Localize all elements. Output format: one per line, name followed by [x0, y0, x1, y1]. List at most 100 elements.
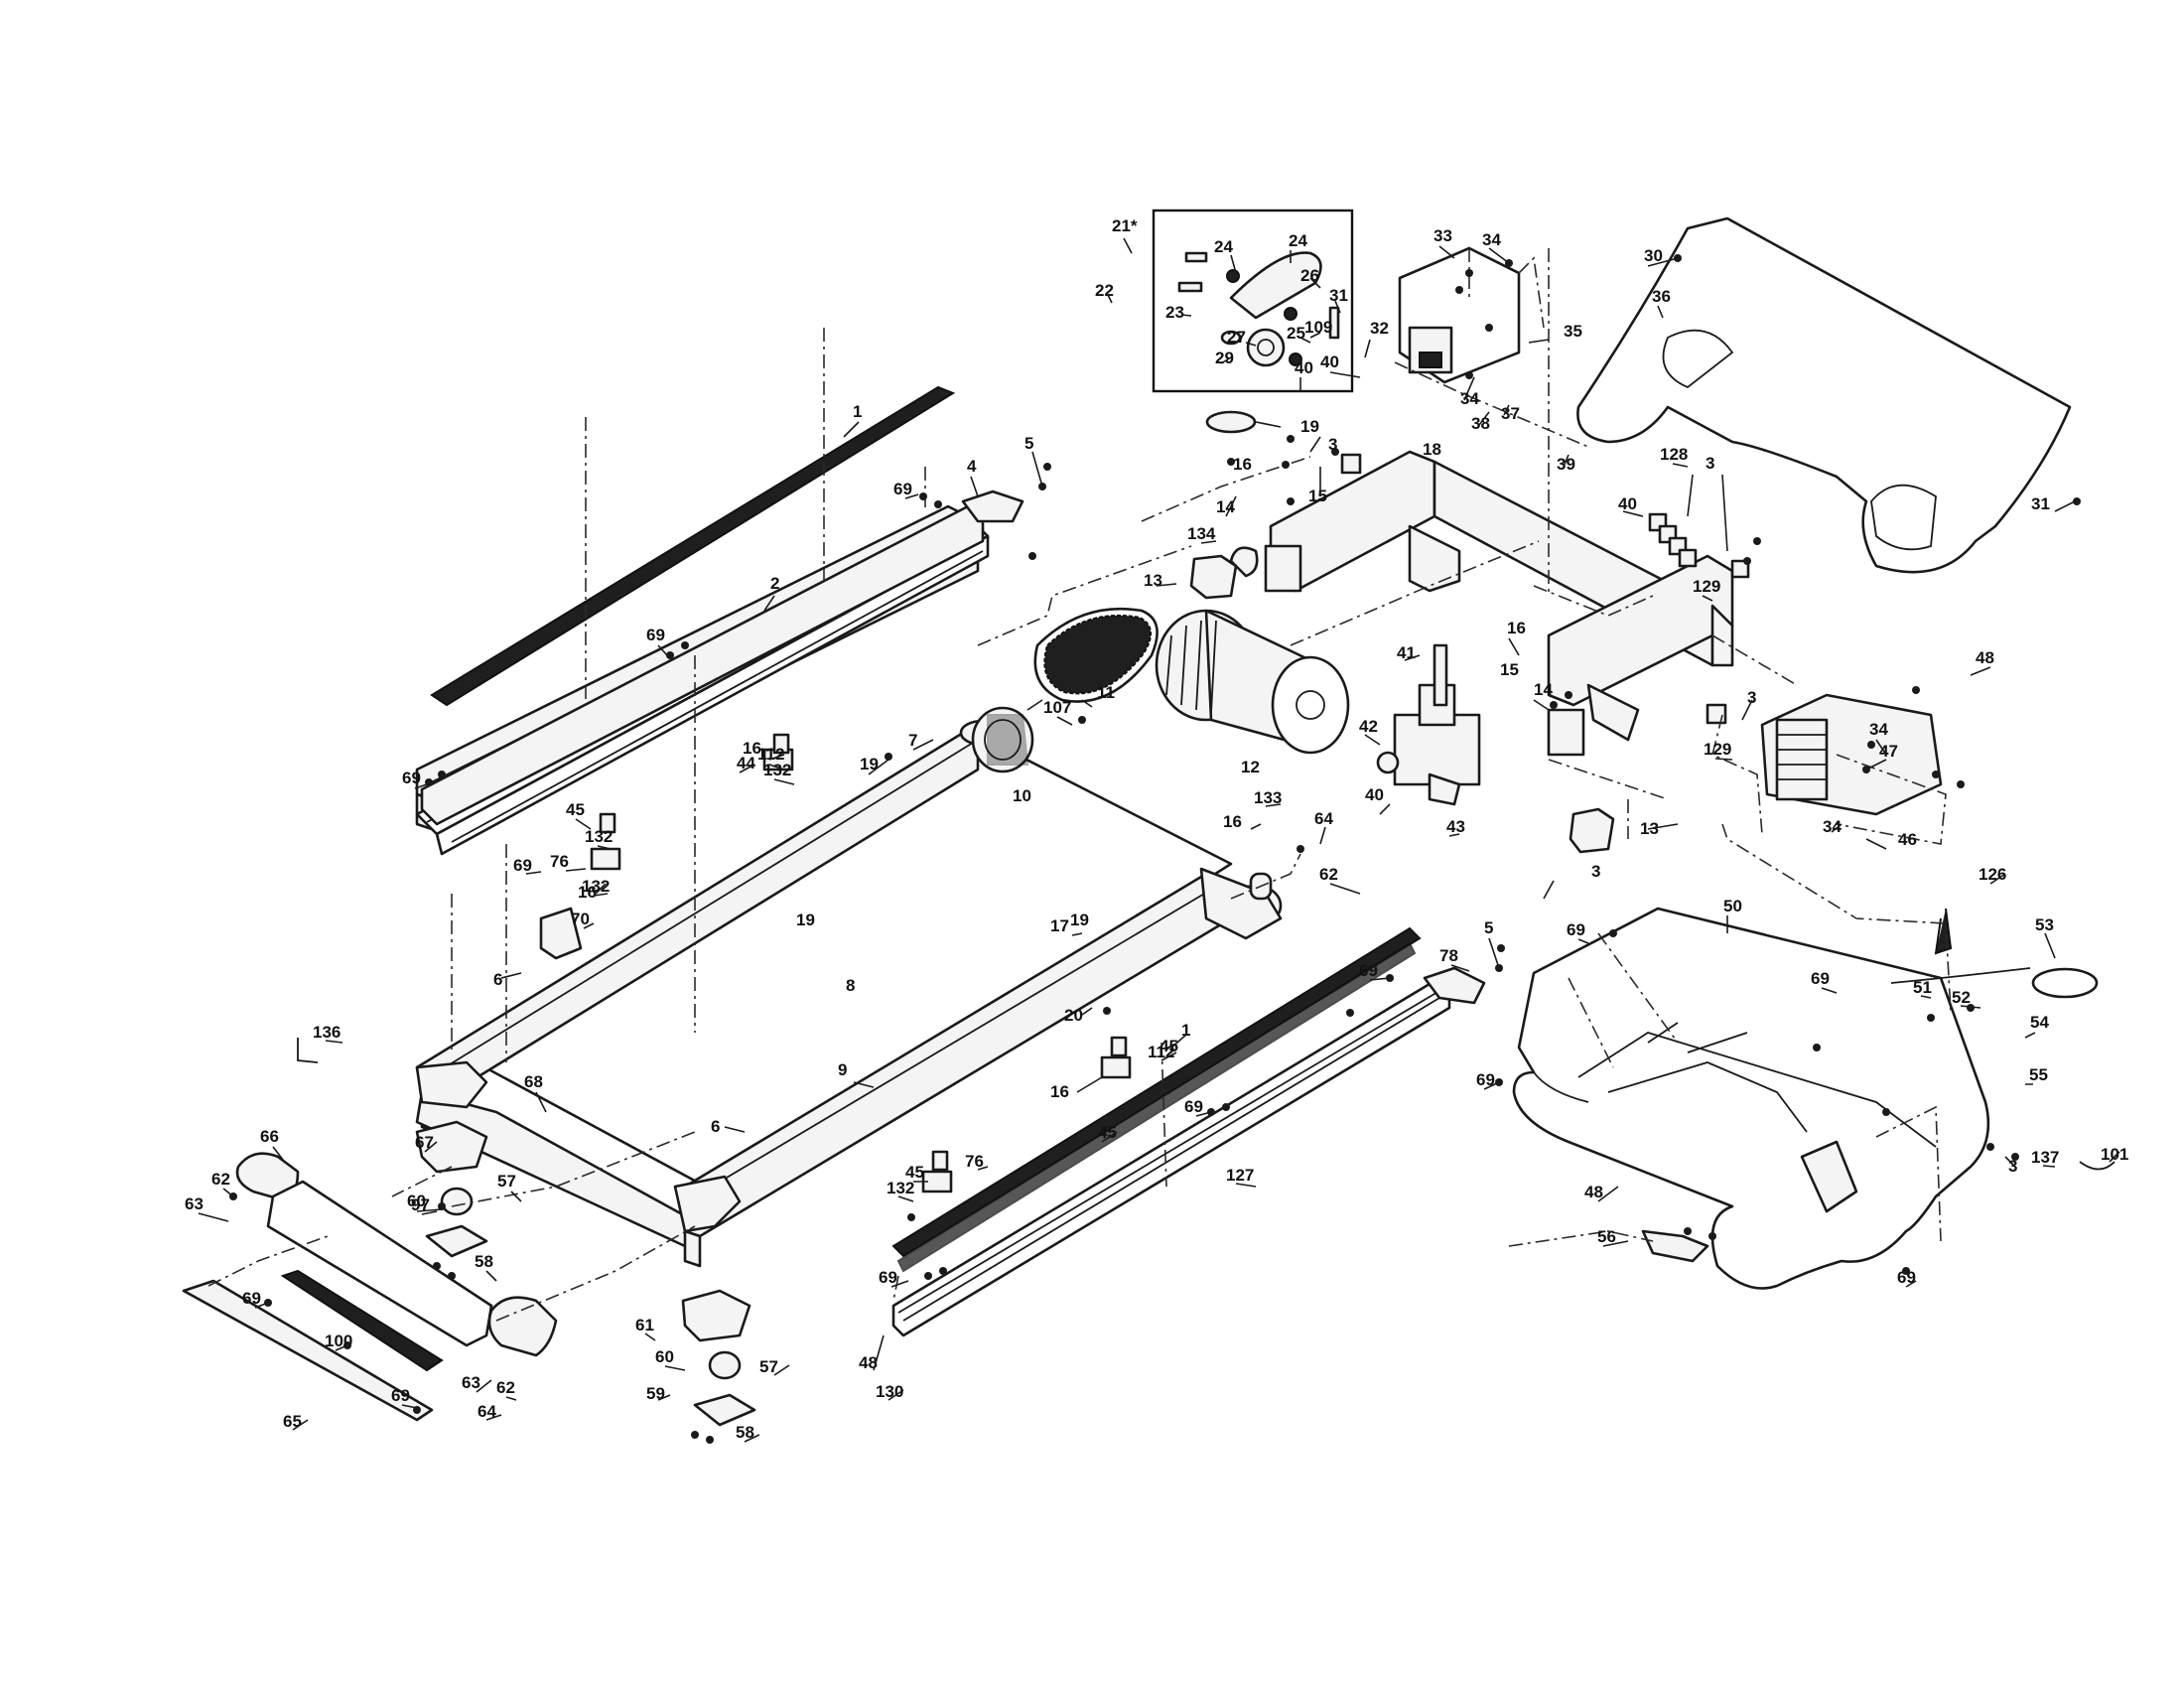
callout-label: 45 — [566, 800, 585, 819]
callout-label: 5 — [1484, 918, 1493, 937]
callout-label: 40 — [1365, 785, 1384, 804]
callout-label: 57 — [759, 1357, 778, 1376]
callout-label: 76 — [965, 1152, 984, 1171]
callout-label: 130 — [876, 1382, 903, 1401]
callout-label: 21* — [1112, 216, 1138, 235]
callout-label: 136 — [313, 1023, 341, 1042]
callout-label: 69 — [1184, 1097, 1203, 1116]
motor-hood-cover — [1576, 216, 2072, 574]
callout-label: 19 — [796, 911, 815, 929]
callout-label: 66 — [260, 1127, 279, 1146]
callout-label: 31 — [1329, 286, 1348, 305]
callout-label: 69 — [893, 480, 912, 498]
callout-label: 40 — [1320, 352, 1339, 371]
callout-label: 69 — [1567, 920, 1585, 939]
callout-label: 65 — [283, 1412, 302, 1431]
upright-base-shroud — [1512, 907, 1990, 1290]
callout-label: 109 — [1304, 318, 1332, 337]
callout-label: 69 — [1359, 961, 1378, 980]
callout-label: 60 — [655, 1347, 674, 1366]
callout-label: 30 — [1644, 246, 1663, 265]
callout-label: 69 — [391, 1386, 410, 1405]
callout-label: 14 — [1534, 680, 1553, 699]
callout-label: 27 — [1227, 328, 1246, 347]
callout-label: 31 — [2031, 494, 2050, 513]
callout-label: 4 — [967, 457, 977, 476]
callout-label: 134 — [1187, 524, 1216, 543]
callout-label: 14 — [1216, 497, 1235, 516]
rear-wheel-bracket-right — [681, 1289, 756, 1427]
callout-label: 47 — [1879, 742, 1898, 761]
callout-labels: 1 1 2 3 3 3 3 3 4 5 5 6 6 7 8 9 10 11 12… — [185, 216, 2128, 1442]
front-roller-cap — [415, 1060, 742, 1233]
callout-label: 58 — [736, 1423, 754, 1442]
drive-belt — [1033, 607, 1159, 703]
callout-label: 16 — [1050, 1082, 1069, 1101]
callout-label: 137 — [2031, 1148, 2059, 1167]
callout-label: 18 — [1423, 440, 1441, 459]
callout-label: 15 — [1500, 660, 1519, 679]
callout-label: 112 — [1148, 1043, 1174, 1061]
right-side-rail — [891, 976, 1451, 1337]
callout-label: 20 — [1064, 1006, 1083, 1025]
callout-label: 45 — [1160, 1037, 1178, 1055]
callout-label: 5 — [1024, 434, 1033, 453]
callout-label: 2 — [770, 574, 779, 593]
callout-label: 12 — [1241, 758, 1260, 776]
callout-label: 8 — [846, 976, 855, 995]
callout-label: 62 — [1319, 865, 1338, 884]
callout-label: 64 — [1314, 809, 1333, 828]
callout-label: 34 — [1482, 230, 1501, 249]
callout-label: 45 — [905, 1163, 924, 1182]
callout-label: 7 — [908, 731, 917, 750]
callout-label: 43 — [1446, 817, 1465, 836]
callout-label: 39 — [1557, 455, 1575, 474]
callout-label: 36 — [1652, 287, 1671, 306]
right-rail-endcap — [1423, 966, 1486, 1005]
callout-label: 22 — [1095, 281, 1114, 300]
callout-label: 3 — [2008, 1157, 2017, 1176]
callout-label: 70 — [571, 910, 590, 928]
callout-label: 32 — [1370, 319, 1389, 338]
callout-label: 53 — [2035, 915, 2054, 934]
callout-label: 33 — [1433, 226, 1452, 245]
transformer-mount-plate — [1398, 246, 1545, 384]
callout-label: 42 — [1359, 717, 1378, 736]
tension-clip — [1205, 410, 1282, 434]
callout-label: 62 — [211, 1170, 230, 1189]
callout-label: 37 — [1501, 404, 1520, 423]
callout-label: 69 — [1811, 969, 1830, 988]
callout-label: 40 — [1618, 494, 1637, 513]
callout-label: 97 — [411, 1195, 430, 1214]
front-leveling-foot-right — [487, 1296, 558, 1357]
callout-label: 25 — [1287, 324, 1305, 343]
callout-label: 127 — [1226, 1166, 1254, 1185]
callout-label: 48 — [1976, 648, 1994, 667]
rear-wheel-bracket-left — [415, 1120, 488, 1258]
callout-label: 62 — [496, 1378, 515, 1397]
callout-label: 17 — [1050, 916, 1069, 935]
callout-label: 129 — [1693, 577, 1720, 596]
callout-label: 126 — [1979, 865, 2006, 884]
callout-label: 15 — [1308, 487, 1327, 505]
callout-label: 29 — [1215, 349, 1234, 367]
callout-label: 132 — [582, 877, 610, 896]
callout-label: 69 — [242, 1289, 261, 1308]
callout-label: 64 — [478, 1402, 496, 1421]
callout-label: 68 — [524, 1072, 543, 1091]
callout-label: 58 — [475, 1252, 493, 1271]
callout-label: 48 — [1584, 1183, 1603, 1201]
rear-drive-roller-pulley — [971, 706, 1034, 773]
main-frame — [415, 719, 1283, 1268]
callout-label: 67 — [415, 1133, 434, 1152]
callout-label: 16 — [1223, 812, 1242, 831]
callout-label: 44 — [737, 754, 755, 772]
callout-label: 3 — [1591, 862, 1600, 881]
callout-label: 69 — [1897, 1268, 1916, 1287]
callout-label: 19 — [1070, 911, 1089, 929]
callout-label: 45 — [1098, 1123, 1117, 1142]
right-step-rail-tread — [891, 926, 1422, 1273]
callout-label: 76 — [550, 852, 569, 871]
callout-label: 34 — [1823, 817, 1842, 836]
